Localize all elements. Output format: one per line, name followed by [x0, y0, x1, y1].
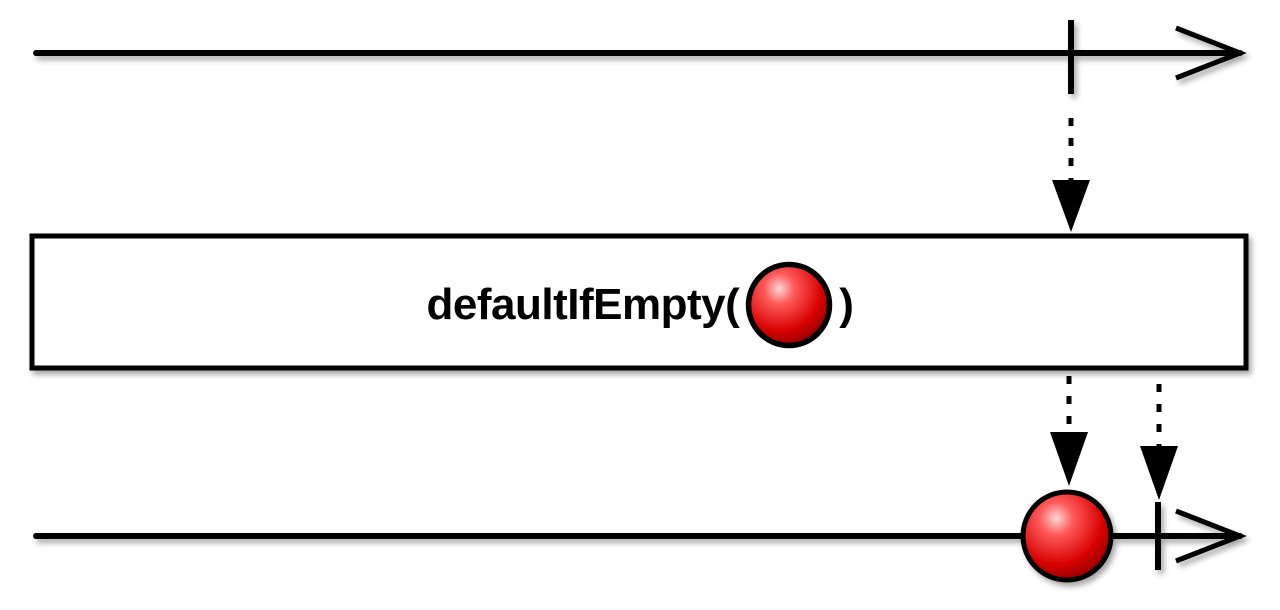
source-timeline-arrowhead — [1175, 25, 1247, 81]
result-timeline — [33, 489, 1247, 583]
result-timeline-arrowhead — [1175, 508, 1247, 564]
source-timeline — [33, 20, 1247, 94]
arrowhead-down-icon — [1050, 432, 1088, 486]
operator-box — [29, 233, 1249, 371]
arrowhead-down-icon — [1140, 446, 1178, 500]
completion-arrow — [1140, 384, 1178, 500]
arrowhead-down-icon — [1052, 180, 1090, 232]
default-value-marble — [1020, 489, 1114, 583]
emission-arrow — [1050, 376, 1088, 486]
completion-propagation-arrow — [1052, 118, 1090, 232]
